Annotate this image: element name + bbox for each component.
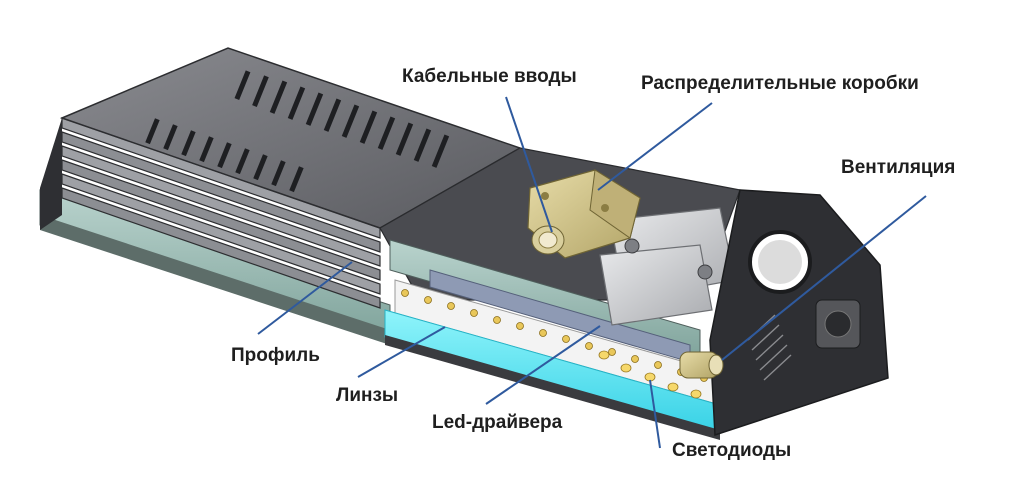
leader-led-drivers bbox=[485, 325, 601, 405]
end-cap-vent bbox=[747, 314, 792, 381]
leader-cable-glands bbox=[505, 96, 553, 233]
profile-fins bbox=[61, 117, 381, 309]
label-ventilation: Вентиляция bbox=[841, 157, 956, 178]
label-profile: Профиль bbox=[231, 345, 320, 366]
cable-gland bbox=[531, 225, 565, 255]
right-end-cap bbox=[679, 189, 889, 437]
left-end-cap bbox=[40, 118, 62, 230]
lens-dots bbox=[401, 289, 708, 382]
label-leds: Светодиоды bbox=[672, 440, 792, 461]
leader-ventilation bbox=[721, 195, 927, 361]
label-led-drivers: Led-драйвера bbox=[432, 412, 563, 433]
leader-lenses bbox=[357, 326, 446, 378]
profile-bottom-rail bbox=[40, 215, 390, 345]
leader-junction-boxes bbox=[597, 102, 713, 191]
leader-leds bbox=[649, 379, 661, 449]
label-lenses: Линзы bbox=[336, 385, 399, 406]
label-cable-glands: Кабельные вводы bbox=[402, 66, 577, 87]
label-junction-boxes: Распределительные коробки bbox=[641, 73, 919, 94]
leader-profile bbox=[257, 261, 353, 335]
profile-housing bbox=[39, 47, 522, 345]
cover-vent-slots bbox=[145, 70, 450, 193]
leader-lines bbox=[257, 96, 927, 449]
led-bumps bbox=[598, 350, 702, 399]
bottom-rail bbox=[385, 335, 720, 440]
